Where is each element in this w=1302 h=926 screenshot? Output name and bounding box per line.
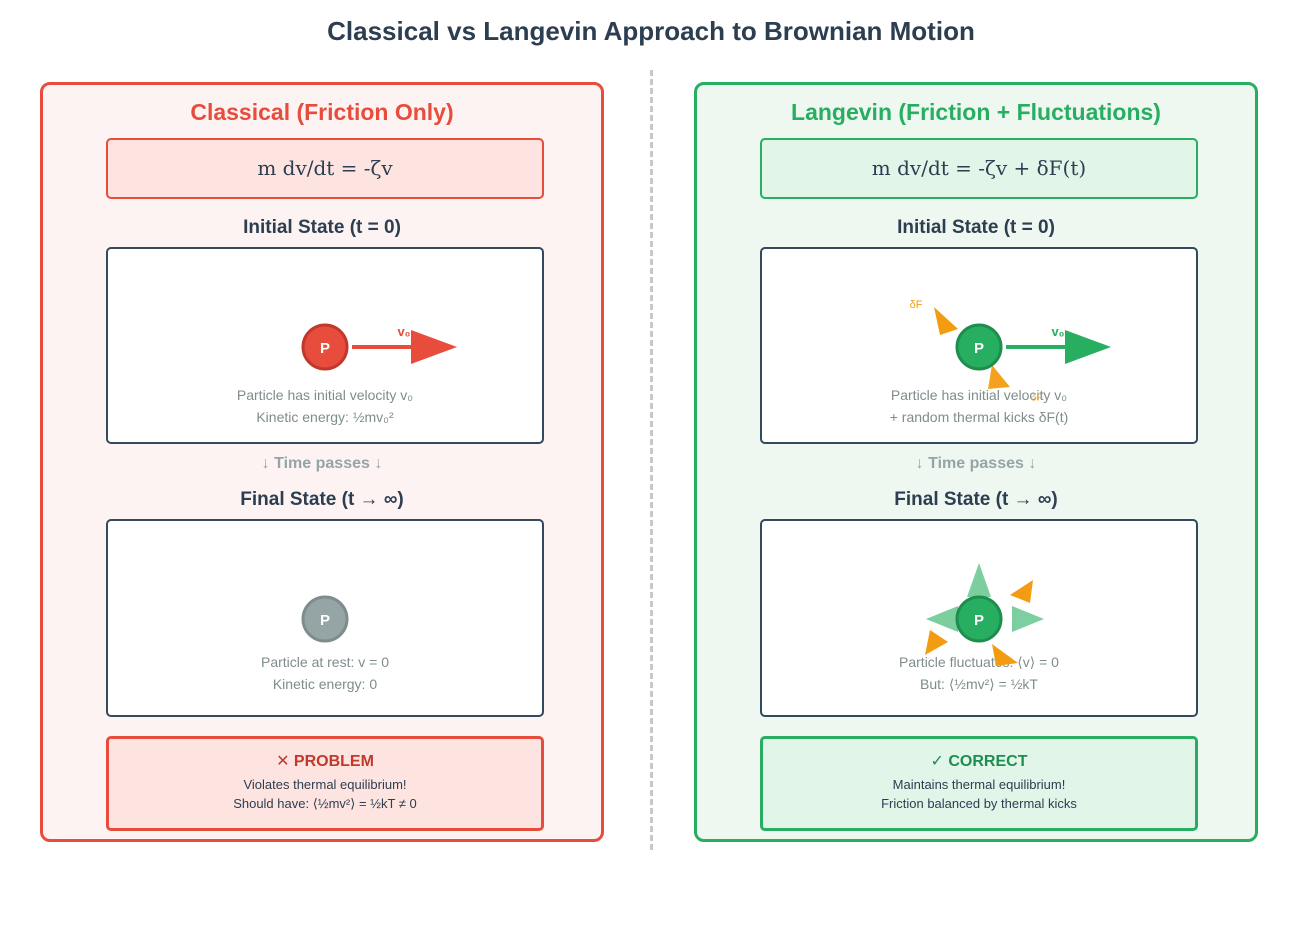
correct-line-2: Friction balanced by thermal kicks — [881, 796, 1077, 811]
particle — [955, 323, 1003, 371]
problem-line-1: Violates thermal equilibrium! — [243, 777, 407, 792]
correct-heading: ✓ CORRECT — [930, 753, 1028, 770]
center-divider — [650, 70, 653, 850]
langevin-initial-label: Initial State (t = 0) — [897, 217, 1055, 238]
velocity-label: v₀ — [1051, 324, 1064, 339]
fluctuation-arrow-right — [1012, 606, 1044, 632]
problem-heading: ✕ PROBLEM — [276, 753, 374, 770]
classical-initial-box: v₀ P Particle has initial velocity v₀ Ki… — [106, 247, 544, 444]
thermal-kick-arrow — [934, 307, 958, 335]
langevin-time-passes: ↓ Time passes ↓ — [915, 455, 1037, 472]
thermal-kick-arrow — [1010, 580, 1033, 603]
classical-initial-caption-1: Particle has initial velocity v₀ — [236, 387, 414, 403]
force-label: δF — [910, 299, 923, 311]
particle — [955, 595, 1003, 643]
classical-initial-label: Initial State (t = 0) — [243, 217, 401, 238]
langevin-verdict-box: ✓ CORRECT Maintains thermal equilibrium!… — [760, 736, 1198, 831]
classical-title: Classical (Friction Only) — [190, 99, 454, 125]
classical-verdict-box: ✕ PROBLEM Violates thermal equilibrium! … — [106, 736, 544, 831]
particle-label: P — [320, 340, 330, 357]
langevin-final-label: Final State (t → ∞) — [894, 489, 1058, 510]
classical-panel: Classical (Friction Only) m dv/dt = -ζv … — [40, 82, 604, 842]
thermal-kick-arrow — [925, 630, 948, 655]
classical-initial-graphic: v₀ P — [301, 323, 457, 371]
langevin-final-graphic: P — [925, 563, 1044, 666]
classical-final-graphic: P — [301, 595, 349, 643]
particle-label: P — [974, 340, 984, 357]
velocity-arrow-head — [1065, 330, 1111, 364]
fluctuation-arrow-up — [967, 563, 991, 597]
classical-equation: m dv/dt = -ζv — [106, 138, 544, 199]
fluctuation-arrow-left — [926, 606, 958, 632]
particle-label: P — [320, 612, 330, 629]
classical-final-caption-2: Kinetic energy: 0 — [272, 676, 378, 692]
diagram-title: Classical vs Langevin Approach to Browni… — [327, 16, 975, 46]
langevin-final-caption-1: Particle fluctuates: ⟨v⟩ = 0 — [899, 654, 1059, 670]
particle-label: P — [974, 612, 984, 629]
langevin-initial-box: Particle has initial velocity v₀ + rando… — [760, 247, 1198, 444]
langevin-equation: m dv/dt = -ζv + δF(t) — [760, 138, 1198, 199]
langevin-final-caption-2: But: ⟨½mv²⟩ = ½kT — [920, 676, 1038, 692]
problem-line-2: Should have: ⟨½mv²⟩ = ½kT ≠ 0 — [233, 796, 417, 811]
classical-final-label: Final State (t → ∞) — [240, 489, 404, 510]
langevin-initial-graphic: v₀ δF δF P — [910, 299, 1111, 404]
velocity-arrow-head — [411, 330, 457, 364]
langevin-panel: Langevin (Friction + Fluctuations) m dv/… — [694, 82, 1258, 842]
classical-time-passes: ↓ Time passes ↓ — [261, 455, 383, 472]
thermal-kick-arrow — [992, 644, 1018, 666]
langevin-final-box: Particle fluctuates: ⟨v⟩ = 0 But: ⟨½mv²⟩… — [760, 519, 1198, 717]
langevin-title: Langevin (Friction + Fluctuations) — [791, 99, 1161, 125]
correct-line-1: Maintains thermal equilibrium! — [892, 777, 1066, 792]
classical-final-box: P Particle at rest: v = 0 Kinetic energy… — [106, 519, 544, 717]
fluctuation-arrows — [926, 563, 1044, 632]
force-label: δF — [1031, 392, 1044, 404]
velocity-label: v₀ — [397, 324, 410, 339]
langevin-initial-caption-2: + random thermal kicks δF(t) — [889, 409, 1069, 425]
particle — [301, 323, 349, 371]
classical-final-caption-1: Particle at rest: v = 0 — [261, 654, 389, 670]
classical-initial-caption-2: Kinetic energy: ½mv₀² — [256, 409, 394, 425]
langevin-initial-caption-1: Particle has initial velocity v₀ — [890, 387, 1068, 403]
particle-at-rest — [301, 595, 349, 643]
thermal-kick-arrow — [988, 365, 1010, 389]
